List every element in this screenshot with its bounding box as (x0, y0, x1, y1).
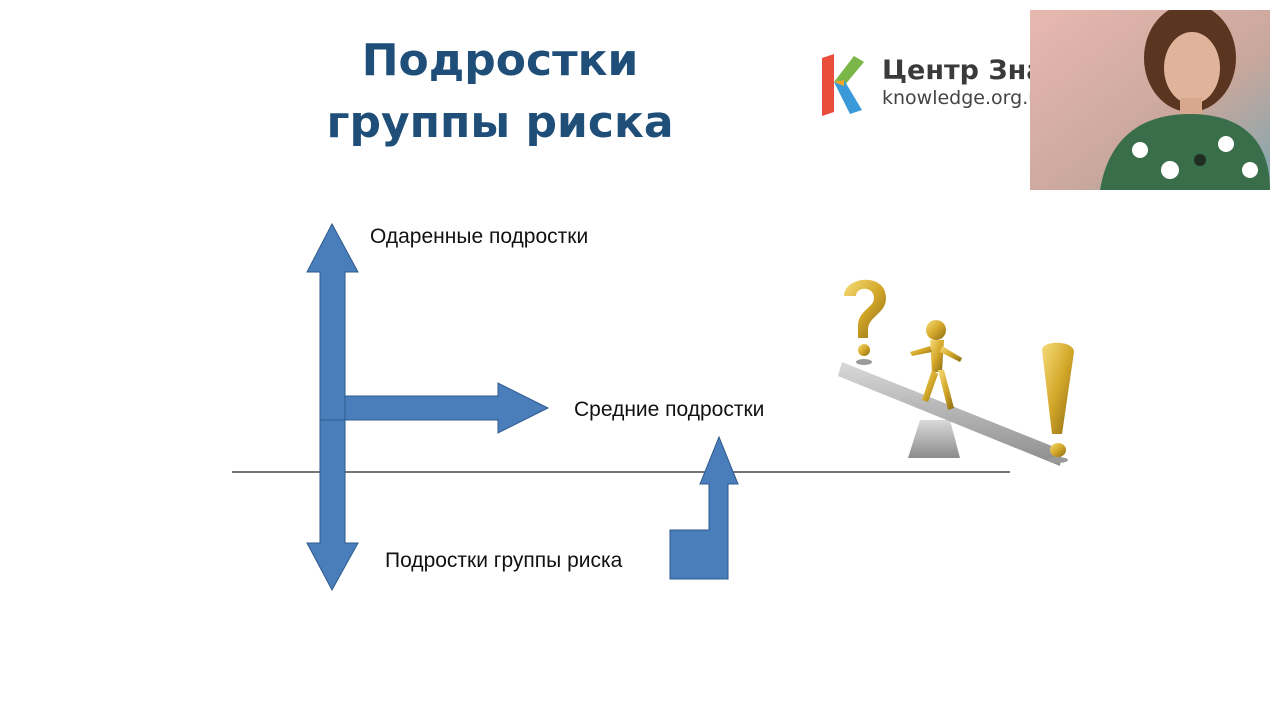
webcam-video-feed (1030, 10, 1270, 190)
bent-up-arrow (669, 435, 739, 580)
knowledge-center-logo: Центр Зна knowledge.org.u (818, 48, 1044, 118)
horizontal-arrow (344, 382, 550, 434)
logo-url: knowledge.org.u (882, 87, 1041, 109)
label-risk-teens: Подростки группы риска (385, 549, 623, 572)
vertical-double-arrow (306, 222, 359, 592)
k-logo-icon (822, 54, 864, 116)
presenter-video-image (1030, 10, 1270, 190)
title-line-2: группы риска (326, 97, 674, 148)
label-average-teens: Средние подростки (574, 398, 765, 421)
title-line-1: Подростки (361, 35, 639, 86)
seesaw-illustration-icon (838, 279, 1074, 466)
slide-title: Подростки группы риска (300, 30, 700, 154)
logo-name: Центр Зна (882, 55, 1045, 86)
label-gifted-teens: Одаренные подростки (370, 225, 589, 248)
